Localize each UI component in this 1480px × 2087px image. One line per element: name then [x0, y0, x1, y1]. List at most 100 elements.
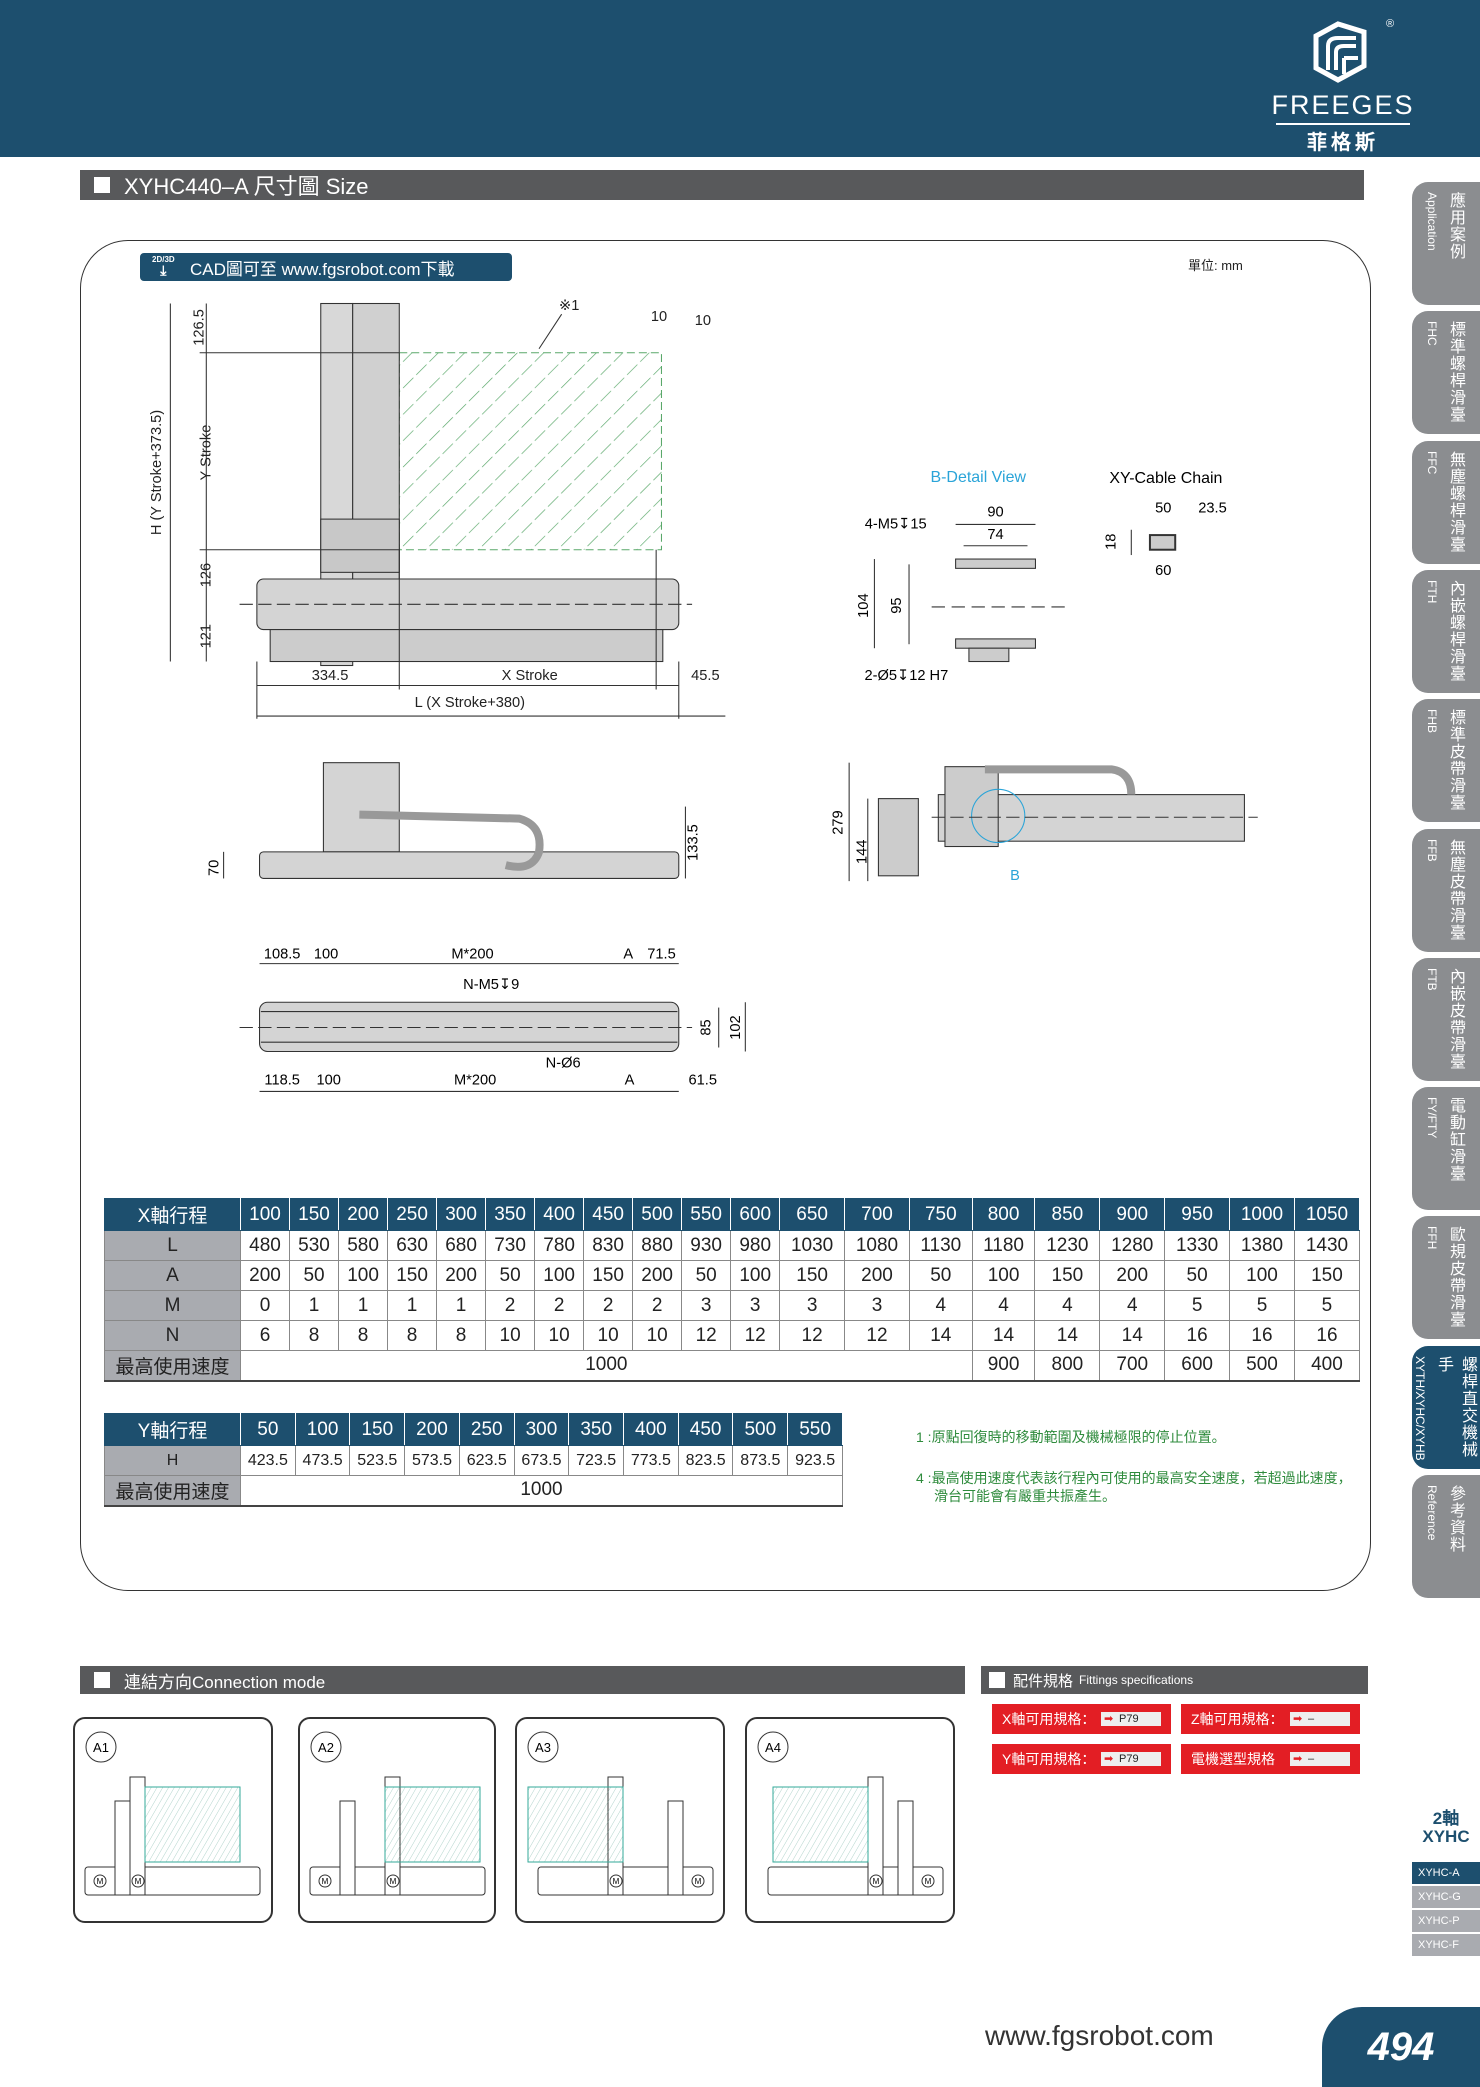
speed-cell: 900 [971, 1350, 1036, 1382]
stroke-header: 850 [1034, 1198, 1101, 1231]
table-cell: 1180 [971, 1230, 1036, 1261]
table-cell: 8 [289, 1320, 340, 1351]
detail-tap: 4-M5↧15 [865, 516, 927, 532]
freeges-logo: ® FREEGES 菲格斯 [1268, 18, 1418, 154]
page-title: XYHC440–A 尺寸圖 Size [124, 174, 369, 199]
table-cell: 2 [534, 1290, 585, 1321]
speed-merged-cell: 1000 [240, 1475, 843, 1507]
hole-label: N-Ø6 [546, 1055, 581, 1071]
series-item[interactable]: XYHC-A [1412, 1862, 1480, 1884]
table-cell: 100 [730, 1260, 781, 1291]
table-cell: 773.5 [623, 1445, 679, 1476]
series-item[interactable]: XYHC-F [1412, 1934, 1480, 1956]
cad-icon-label: 2D/3D [152, 255, 175, 264]
mode-label: A2 [318, 1740, 334, 1755]
fitting-spec-button[interactable]: Y軸可用規格：P79 [992, 1744, 1171, 1774]
download-icon: 2D/3D⤓ [152, 255, 175, 278]
table-cell: 723.5 [568, 1445, 625, 1476]
table-cell: 923.5 [787, 1445, 843, 1476]
motor-icon: M [613, 1877, 620, 1886]
table-cell: 2 [583, 1290, 634, 1321]
stroke-header: 500 [632, 1198, 683, 1231]
fitting-spec-button[interactable]: X軸可用規格：P79 [992, 1704, 1171, 1734]
stroke-header: 600 [730, 1198, 781, 1231]
table-cell: 12 [844, 1320, 910, 1351]
main-view-drawing [169, 302, 726, 719]
table-cell: 8 [338, 1320, 389, 1351]
fitting-spec-button[interactable]: 電機選型規格– [1181, 1744, 1360, 1774]
speed-cell: 800 [1034, 1350, 1101, 1382]
dim-y-stroke: Y Stroke [198, 425, 214, 481]
table-cell: 5 [1293, 1290, 1361, 1321]
table-cell: 150 [1034, 1260, 1101, 1291]
series-item[interactable]: XYHC-P [1412, 1910, 1480, 1932]
table-cell: 980 [730, 1230, 781, 1261]
mode-label: A4 [765, 1740, 781, 1755]
dim-18: 18 [1103, 534, 1119, 550]
table-cell: 623.5 [458, 1445, 515, 1476]
side-tab-label: 標準皮帶滑臺 [1447, 709, 1464, 812]
side-tab-code: FTB [1425, 967, 1439, 991]
series-item[interactable]: XYHC-G [1412, 1886, 1480, 1908]
table-cell: 14 [1099, 1320, 1166, 1351]
footer-url[interactable]: www.fgsrobot.com [985, 2020, 1214, 2051]
stroke-header: 250 [458, 1413, 515, 1446]
dim-95: 95 [889, 597, 905, 613]
cad-download-banner[interactable]: 2D/3D⤓ CAD圖可至 www.fgsrobot.com下載 [140, 253, 512, 281]
table-cell: 730 [485, 1230, 536, 1261]
table-cell: 830 [583, 1230, 634, 1261]
stroke-header: 900 [1099, 1198, 1166, 1231]
table-cell: 473.5 [294, 1445, 351, 1476]
side-tab-label: 無塵螺桿滑臺 [1447, 450, 1464, 553]
stroke-header: 350 [568, 1413, 625, 1446]
dim-90: 90 [987, 504, 1003, 520]
dim-top: 126.5 [192, 309, 208, 346]
square-bullet-icon [989, 1672, 1005, 1688]
table-cell: 100 [534, 1260, 585, 1291]
tap-hole-label: N-M5↧9 [463, 977, 519, 993]
side-tab-ffh[interactable]: 歐規皮帶滑臺 FFH [1412, 1216, 1480, 1340]
table-cell: 8 [436, 1320, 487, 1351]
table-cell: 1 [436, 1290, 487, 1321]
table-cell: 1080 [844, 1230, 910, 1261]
stroke-header: 800 [971, 1198, 1036, 1231]
fitting-spec-button[interactable]: Z軸可用規格：– [1181, 1704, 1360, 1734]
table-cell: 150 [779, 1260, 846, 1291]
table-cell: 3 [681, 1290, 732, 1321]
table-cell: 100 [971, 1260, 1036, 1291]
fitting-label: 電機選型規格 [1191, 1751, 1275, 1767]
table-cell: 573.5 [404, 1445, 460, 1476]
section-title-bar: XYHC440–A 尺寸圖 Size [80, 170, 1364, 200]
stroke-header: 550 [681, 1198, 732, 1231]
b-detail-drawing [873, 523, 1177, 663]
motor-icon: M [322, 1877, 329, 1886]
speed-cell: 600 [1164, 1350, 1231, 1382]
side-tab-label: 歐規皮帶滑臺 [1447, 1226, 1464, 1329]
side-tab-code: Reference [1425, 1485, 1439, 1541]
bottom-view-labels: 108.5 100 M*200 A 71.5 118.5 100 M*200 A… [264, 946, 744, 1088]
fitting-value: – [1290, 1712, 1350, 1726]
table-cell: 10 [583, 1320, 634, 1351]
side-tab-code: FFH [1425, 1226, 1439, 1250]
dim-71-5: 71.5 [647, 946, 675, 962]
table-cell: 50 [1164, 1260, 1231, 1291]
bottom-view-drawing [239, 963, 746, 1092]
